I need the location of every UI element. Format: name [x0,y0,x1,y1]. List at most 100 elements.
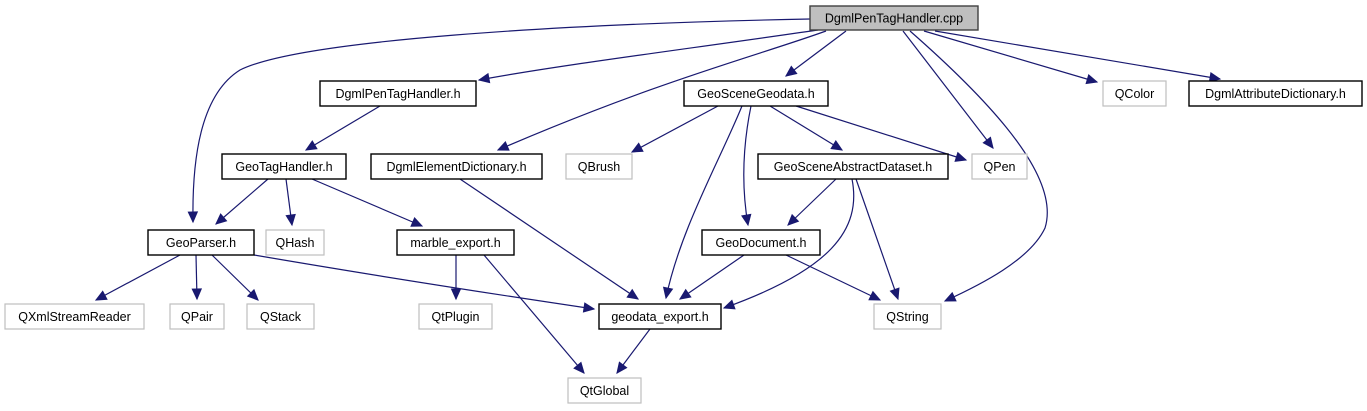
node-me[interactable]: marble_export.h [396,229,515,256]
node-label: DgmlElementDictionary.h [386,160,526,174]
arrowhead-icon [741,213,752,227]
node-label: GeoTagHandler.h [235,160,332,174]
arrowhead-icon [1085,73,1099,85]
edge-line [902,30,994,149]
edge-gsg-to-qpen [795,105,968,162]
node-label: QColor [1115,87,1155,101]
node-box [1102,80,1167,107]
node-gsg[interactable]: GeoSceneGeodata.h [683,80,829,107]
node-box [169,303,225,330]
node-qtplugin: QtPlugin [418,303,493,330]
arrowhead-icon [582,302,596,313]
node-label: GeoDocument.h [715,236,806,250]
edge-line [215,178,269,225]
node-box [147,229,255,256]
edge-ge-to-qtglobal [616,328,651,374]
node-label: QPair [181,310,213,324]
node-qhash: QHash [265,229,325,256]
node-qcolor: QColor [1102,80,1167,107]
edge-line [795,105,967,161]
node-root[interactable]: DgmlPenTagHandler.cpp [809,5,979,31]
edge-gp-to-ge [253,254,596,313]
edge-dpth-to-gth [304,105,381,151]
node-qstring: QString [873,303,942,330]
node-box [246,303,315,330]
arrowhead-icon [94,290,108,301]
arrowhead-icon [630,142,644,153]
node-gp[interactable]: GeoParser.h [147,229,255,256]
edge-line [909,30,1048,302]
edge-gsg-to-qbrush [630,105,719,153]
node-box [701,229,821,256]
node-box [757,153,949,180]
node-dpth[interactable]: DgmlPenTagHandler.h [319,80,477,107]
edge-line [192,18,811,223]
node-label: QXmlStreamReader [18,310,131,324]
edge-line [855,178,899,300]
node-label: QBrush [578,160,620,174]
node-ge[interactable]: geodata_export.h [598,303,722,330]
node-label: marble_export.h [410,236,500,250]
edge-line [483,254,585,374]
node-qtglobal: QtGlobal [567,377,642,404]
node-label: QString [886,310,928,324]
node-gd[interactable]: GeoDocument.h [701,229,821,256]
edge-line [311,178,423,227]
edge-line [679,254,745,300]
edge-line [478,29,819,81]
node-dad[interactable]: DgmlAttributeDictionary.h [1188,80,1363,107]
node-label: QStack [260,310,302,324]
arrowhead-icon [943,291,957,302]
edge-line [785,254,881,301]
edge-line [211,254,259,301]
node-ded[interactable]: DgmlElementDictionary.h [370,153,543,180]
node-label: DgmlPenTagHandler.cpp [825,12,963,26]
node-label: GeoSceneAbstractDataset.h [774,160,932,174]
edge-gsad-to-ge [722,178,855,310]
node-qpen: QPen [971,153,1028,180]
edge-root-to-dad [934,30,1222,83]
node-qbrush: QBrush [565,153,633,180]
node-box [396,229,515,256]
arrowhead-icon [868,290,882,301]
arrowhead-icon [285,213,296,227]
node-box [1188,80,1363,107]
edge-gsg-to-ge [662,105,743,300]
edge-gth-to-qhash [285,178,296,227]
edge-me-to-qtplugin [450,255,462,301]
nodes-layer: DgmlPenTagHandler.cppDgmlPenTagHandler.h… [4,5,1363,404]
node-qstack: QStack [246,303,315,330]
arrowhead-icon [450,288,462,301]
edge-gp-to-qxml [94,254,181,301]
node-qpair: QPair [169,303,225,330]
node-label: QtPlugin [432,310,480,324]
arrowhead-icon [410,217,424,227]
arrowhead-icon [889,287,900,301]
node-gth[interactable]: GeoTagHandler.h [221,153,347,180]
edge-me-to-qtglobal [483,254,585,374]
arrowhead-icon [477,72,491,84]
edge-line [934,30,1221,80]
arrowhead-icon [496,140,510,151]
edge-line [785,30,847,77]
node-box [265,229,325,256]
edge-line [787,178,837,226]
node-box [4,303,145,330]
node-gsad[interactable]: GeoSceneAbstractDataset.h [757,153,949,180]
arrowhead-icon [982,136,994,149]
node-box [683,80,829,107]
edge-gsad-to-qstring [855,178,900,301]
arrowhead-icon [187,211,199,224]
edge-line [665,105,743,299]
edge-gth-to-me [311,178,424,227]
node-label: GeoSceneGeodata.h [697,87,814,101]
edge-line [497,30,827,151]
edge-line [305,105,381,151]
arrowhead-icon [616,361,628,374]
edge-root-to-qstring [909,30,1048,302]
node-box [370,153,543,180]
edge-gsg-to-gd [741,105,752,227]
edge-gth-to-gp [215,178,269,225]
edge-line [631,105,719,153]
